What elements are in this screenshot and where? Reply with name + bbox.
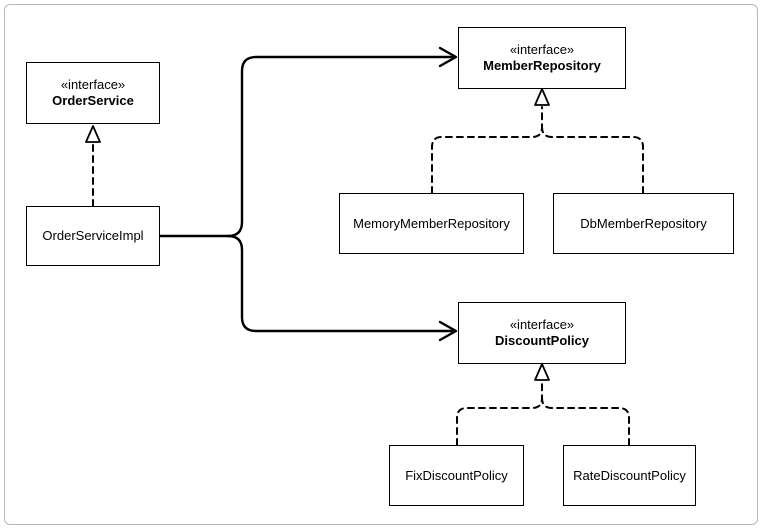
association-to-discountpolicy <box>226 234 454 333</box>
realization-memorymemberrepository <box>431 106 543 194</box>
memberrepository-interface-box[interactable]: «interface» MemberRepository <box>458 27 626 89</box>
class-name: RateDiscountPolicy <box>573 467 686 483</box>
hollow-triangle-orderservice <box>85 125 101 143</box>
interface-name: DiscountPolicy <box>495 333 589 348</box>
interface-name: OrderService <box>52 93 134 108</box>
memorymemberrepository-class-box[interactable]: MemoryMemberRepository <box>339 193 524 254</box>
realization-fixdiscountpolicy <box>456 381 543 446</box>
ratediscountpolicy-class-box[interactable]: RateDiscountPolicy <box>563 445 696 506</box>
class-name: MemoryMemberRepository <box>353 215 510 231</box>
orderserviceimpl-class-box[interactable]: OrderServiceImpl <box>26 206 160 266</box>
hollow-triangle-discountpolicy <box>534 363 550 381</box>
interface-name: MemberRepository <box>483 58 601 73</box>
open-arrowhead-discountpolicy <box>438 320 458 342</box>
stereotype-label: «interface» <box>509 42 575 57</box>
realization-ratediscountpolicy <box>541 397 630 446</box>
fixdiscountpolicy-class-box[interactable]: FixDiscountPolicy <box>389 445 524 506</box>
class-name: FixDiscountPolicy <box>405 467 508 483</box>
class-name: OrderServiceImpl <box>42 228 144 243</box>
association-to-memberrepository <box>157 55 454 238</box>
stereotype-label: «interface» <box>509 317 575 332</box>
class-name: DbMemberRepository <box>580 215 707 231</box>
discountpolicy-interface-box[interactable]: «interface» DiscountPolicy <box>458 302 626 364</box>
orderservice-interface-box[interactable]: «interface» OrderService <box>26 62 160 124</box>
realization-dbmemberrepository <box>541 126 644 194</box>
hollow-triangle-memberrepository <box>534 88 550 106</box>
dbmemberrepository-class-box[interactable]: DbMemberRepository <box>553 193 734 254</box>
stereotype-label: «interface» <box>60 77 126 92</box>
open-arrowhead-memberrepository <box>438 46 458 68</box>
